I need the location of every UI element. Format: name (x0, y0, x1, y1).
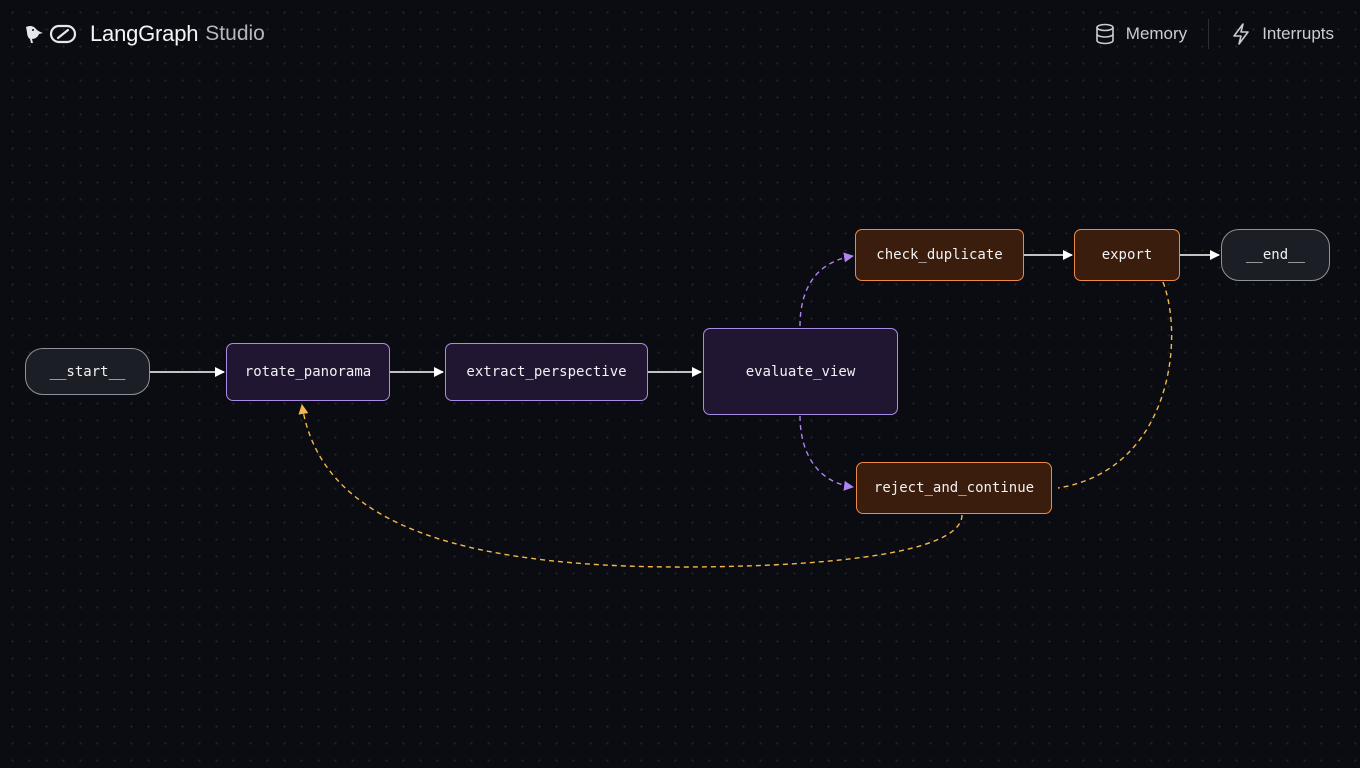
parrot-logo-icon (20, 20, 48, 48)
memory-button[interactable]: Memory (1094, 23, 1187, 45)
node-reject-and-continue[interactable]: reject_and_continue (856, 462, 1052, 514)
app-title: LangGraph (90, 21, 199, 46)
memory-label: Memory (1125, 24, 1188, 43)
edge-evaluate-check (799, 252, 854, 327)
lightning-icon (1230, 23, 1252, 45)
app-subtitle: Studio (205, 22, 265, 45)
node-end[interactable]: __end__ (1221, 229, 1330, 281)
edge-evaluate-reject (799, 415, 854, 491)
node-extract-perspective[interactable]: extract_perspective (445, 343, 648, 401)
interrupts-button[interactable]: Interrupts (1230, 23, 1334, 45)
node-start[interactable]: __start__ (25, 348, 150, 395)
node-evaluate-view[interactable]: evaluate_view (703, 328, 898, 415)
node-rotate-panorama[interactable]: rotate_panorama (226, 343, 390, 401)
node-export[interactable]: export (1074, 229, 1180, 281)
interrupts-label: Interrupts (1262, 24, 1334, 43)
link-logo-icon (49, 20, 77, 48)
top-bar: LangGraph Studio Memory Interrupts (0, 0, 1360, 68)
node-check-duplicate[interactable]: check_duplicate (855, 229, 1024, 281)
header-actions: Memory Interrupts (1094, 19, 1334, 49)
brand: LangGraph Studio (20, 18, 265, 50)
database-icon (1094, 23, 1116, 45)
header-divider (1208, 19, 1210, 49)
edge-export-reject (1057, 281, 1173, 489)
